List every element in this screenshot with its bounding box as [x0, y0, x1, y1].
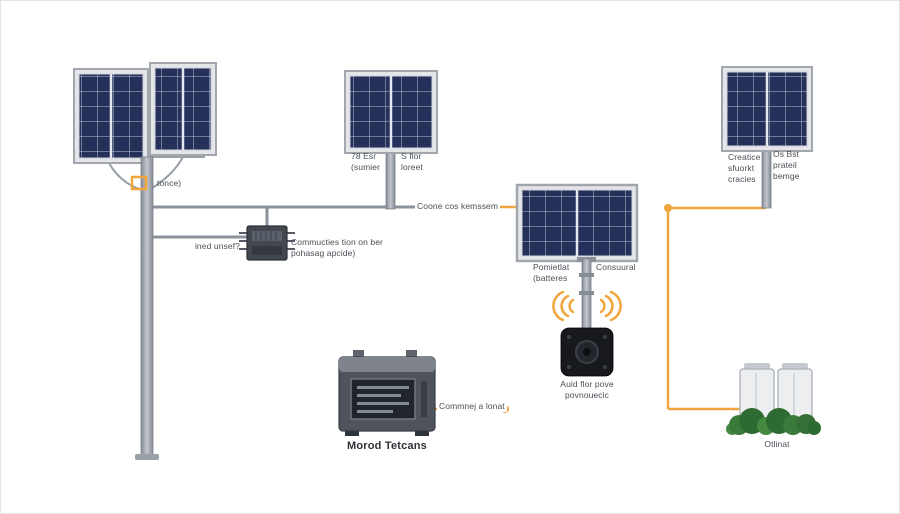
connector-dot-2	[664, 204, 672, 212]
antenna-motor-assembly	[552, 257, 622, 377]
label-pole-clamp: tonce)	[157, 178, 182, 188]
wireless-signal-icon	[552, 290, 622, 322]
solar-panel-mid	[344, 70, 438, 210]
label-controller-left: ined unsef?	[194, 241, 240, 251]
label-panel-right-mid-left: Pomietlat (batteres	[533, 262, 570, 284]
label-storage: Otlinat	[764, 439, 790, 449]
pole-mid	[385, 150, 396, 210]
label-battery-wire: Commnej a lonat	[437, 401, 507, 413]
battery-backup-unit	[338, 350, 436, 436]
pole-base	[135, 454, 159, 460]
solar-panel-left-b	[149, 62, 217, 156]
bushes	[726, 408, 821, 435]
solar-panel-left-a	[73, 68, 149, 164]
mounting-clamp-icon	[130, 175, 148, 191]
label-panel-right-mid-right: Consuural	[596, 262, 636, 272]
charge-controller	[239, 225, 295, 261]
pole-right	[761, 148, 772, 209]
motor-device	[560, 327, 614, 377]
label-panel-mid-left: 78 Esr (sumier	[351, 151, 381, 173]
label-controller-right: Commucties tion on ber pohasag apcide)	[291, 237, 383, 259]
label-panel-far-right-right: Os Bst prateil bemge	[773, 149, 800, 182]
label-wire-main: Coone cos kemssem	[415, 201, 501, 213]
solar-panel-right-mid	[515, 183, 639, 263]
pole-left	[135, 156, 159, 460]
label-panel-mid-right: S flor loreet	[401, 151, 423, 173]
label-motor-device: Auid flor pove povnouecic	[560, 379, 614, 401]
label-panel-far-right-left: Creatice sfuorkt cracies	[728, 152, 761, 185]
solar-panel-array-left	[73, 62, 217, 164]
solar-panel-far-right	[721, 66, 813, 209]
label-battery-unit: Morod Tetcans	[346, 440, 427, 452]
